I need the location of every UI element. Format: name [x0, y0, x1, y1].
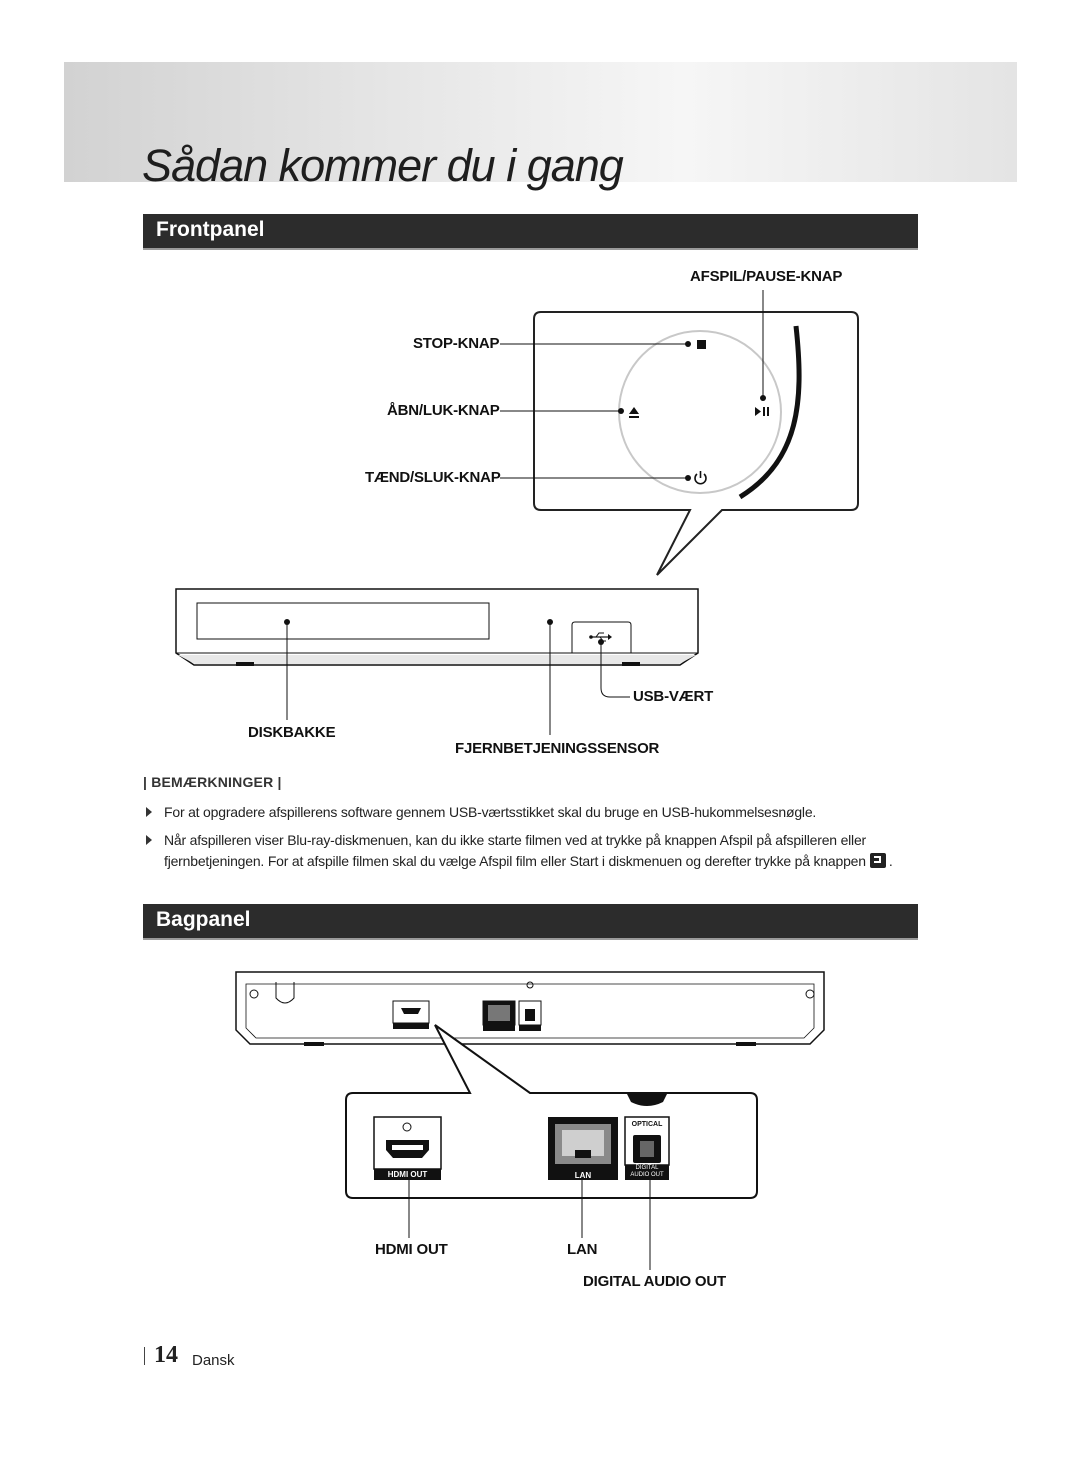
callout-usb-host: USB-VÆRT — [633, 688, 714, 705]
bullet-arrow-icon — [146, 835, 152, 845]
lock-slot-icon — [275, 982, 295, 1004]
note-item-1-text: For at opgradere afspillerens software g… — [164, 804, 817, 820]
note-item-2: Når afspilleren viser Blu-ray-diskmenuen… — [146, 830, 924, 872]
footer-divider — [144, 1347, 145, 1365]
eject-icon — [629, 407, 639, 414]
enter-button-icon — [869, 853, 886, 868]
callout-lan: LAN — [567, 1241, 598, 1258]
page-language: Dansk — [192, 1352, 235, 1369]
section-heading-frontpanel: Frontpanel — [143, 214, 918, 250]
callout-remote-sensor: FJERNBETJENINGSSENSOR — [455, 740, 660, 757]
page-number: 14 — [154, 1342, 178, 1368]
digital-audio-port-label-line2: AUDIO OUT — [630, 1172, 664, 1178]
digital-audio-port-label: DIGITAL AUDIO OUT — [625, 1165, 669, 1179]
callout-play-pause: AFSPIL/PAUSE-KNAP — [690, 268, 843, 285]
screw-icon — [249, 989, 259, 999]
note-item-2-text: Når afspilleren viser Blu-ray-diskmenuen… — [164, 832, 867, 869]
callout-hdmi-out: HDMI OUT — [375, 1241, 448, 1258]
lan-port-label: LAN — [574, 1171, 592, 1180]
chapter-title: Sådan kommer du i gang — [142, 140, 624, 191]
optical-port-label: OPTICAL — [631, 1121, 663, 1128]
section-heading-bagpanel-label: Bagpanel — [156, 908, 251, 931]
digital-audio-port-label-line1: DIGITAL — [635, 1165, 659, 1171]
screw-icon — [526, 981, 534, 989]
header-band — [64, 62, 1017, 182]
callout-open-close: ÅBN/LUK-KNAP — [387, 402, 500, 419]
disc-tray-slot — [196, 602, 490, 640]
screw-icon — [805, 989, 815, 999]
callout-disc-tray: DISKBAKKE — [248, 724, 336, 741]
usb-cover — [571, 621, 632, 653]
section-heading-frontpanel-label: Frontpanel — [156, 218, 265, 241]
power-icon — [694, 473, 707, 485]
callout-stop: STOP-KNAP — [413, 335, 500, 352]
section-heading-bagpanel: Bagpanel — [143, 904, 918, 940]
callout-digital-audio-out: DIGITAL AUDIO OUT — [583, 1273, 726, 1290]
stop-icon — [697, 340, 706, 349]
note-item-1: For at opgradere afspillerens software g… — [146, 802, 924, 823]
notes-heading: | BEMÆRKNINGER | — [143, 774, 282, 790]
play-pause-icon — [755, 407, 761, 416]
front-edge-arc — [738, 325, 802, 500]
note-item-2-end: . — [888, 853, 893, 869]
bullet-arrow-icon — [146, 807, 152, 817]
hdmi-port-label: HDMI OUT — [387, 1170, 428, 1179]
callout-power: TÆND/SLUK-KNAP — [365, 469, 501, 486]
